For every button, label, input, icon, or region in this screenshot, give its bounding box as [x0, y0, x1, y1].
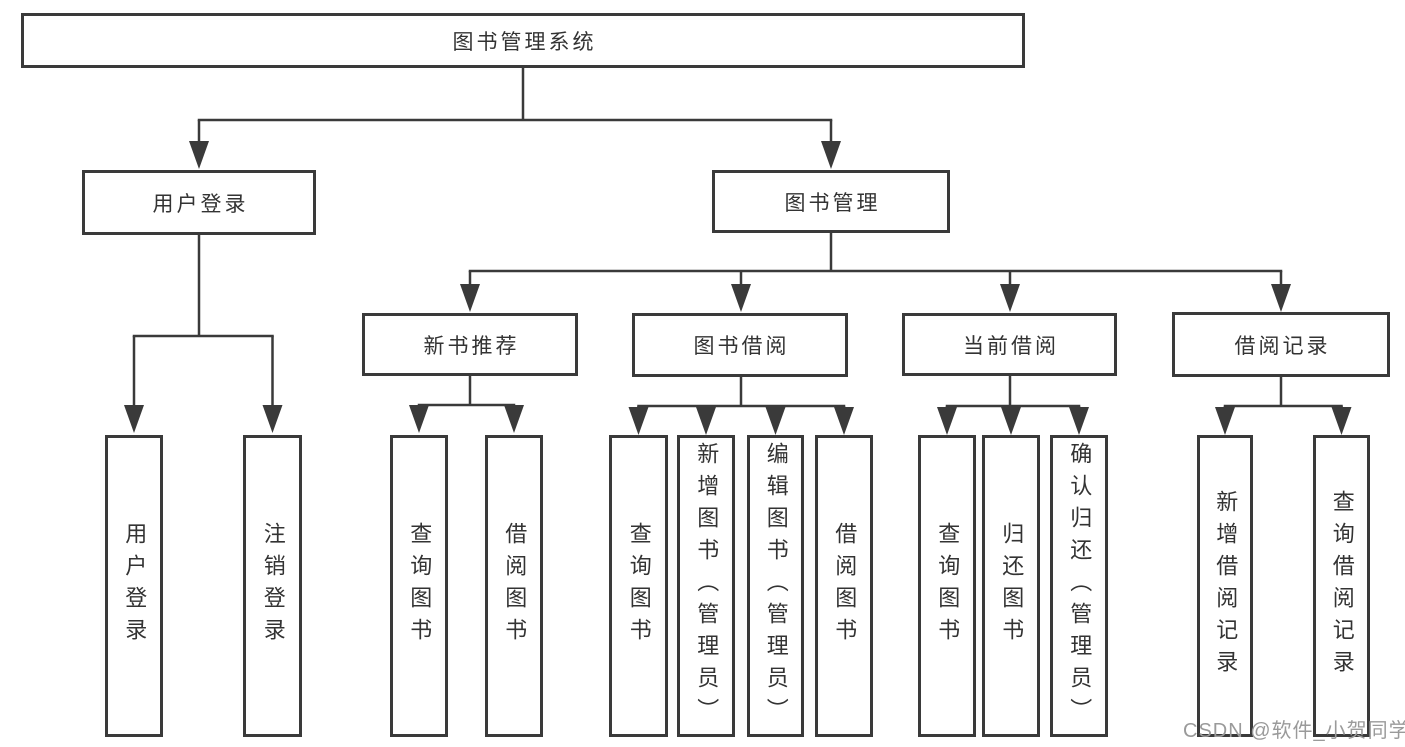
- leaf-borrow-books-recommend-label: 借阅图书: [502, 522, 528, 650]
- connector-arrowheads: [124, 141, 1352, 435]
- csdn-watermark: CSDN @软件_小贺同学: [1183, 720, 1405, 742]
- leaf-add-books-admin-label: 新增图书（管理员）: [694, 442, 720, 730]
- node-book-borrow: 图书借阅: [632, 313, 848, 377]
- leaf-return-books-label: 归还图书: [999, 522, 1025, 650]
- leaf-query-books-borrow-label: 查询图书: [626, 522, 652, 650]
- leaf-borrow-books: 借阅图书: [815, 435, 873, 737]
- node-current-borrow: 当前借阅: [902, 313, 1117, 376]
- node-borrow-records-label: 借阅记录: [1234, 334, 1331, 358]
- leaf-query-books-current-label: 查询图书: [935, 522, 961, 650]
- leaf-borrow-books-recommend: 借阅图书: [485, 435, 543, 737]
- leaf-query-borrow-record-label: 查询借阅记录: [1329, 490, 1355, 682]
- leaf-query-books-recommend-label: 查询图书: [407, 522, 433, 650]
- leaf-user-login: 用户登录: [105, 435, 163, 737]
- leaf-confirm-return-admin: 确认归还（管理员）: [1050, 435, 1108, 737]
- node-new-book-recommend: 新书推荐: [362, 313, 578, 376]
- leaf-borrow-books-label: 借阅图书: [832, 522, 858, 650]
- node-borrow-records: 借阅记录: [1172, 312, 1390, 377]
- node-book-management-label: 图书管理: [784, 191, 881, 215]
- node-book-borrow-label: 图书借阅: [693, 335, 790, 358]
- node-root-label: 图书管理系统: [452, 30, 597, 54]
- node-new-book-recommend-label: 新书推荐: [423, 334, 520, 358]
- leaf-confirm-return-admin-label: 确认归还（管理员）: [1067, 442, 1093, 730]
- node-book-management: 图书管理: [712, 170, 950, 233]
- leaf-user-login-label: 用户登录: [122, 522, 148, 650]
- node-root: 图书管理系统: [21, 13, 1025, 68]
- node-current-borrow-label: 当前借阅: [963, 334, 1059, 358]
- node-user-login-label: 用户登录: [152, 192, 249, 216]
- leaf-add-books-admin: 新增图书（管理员）: [677, 435, 735, 737]
- leaf-edit-books-admin: 编辑图书（管理员）: [747, 435, 804, 737]
- node-user-login: 用户登录: [82, 170, 316, 235]
- leaf-logout-label: 注销登录: [260, 522, 286, 650]
- leaf-edit-books-admin-label: 编辑图书（管理员）: [763, 442, 789, 730]
- leaf-query-books-current: 查询图书: [918, 435, 976, 737]
- leaf-add-borrow-record-label: 新增借阅记录: [1213, 490, 1239, 682]
- leaf-return-books: 归还图书: [982, 435, 1040, 737]
- leaf-query-books-recommend: 查询图书: [390, 435, 448, 737]
- leaf-logout: 注销登录: [243, 435, 302, 737]
- leaf-query-books-borrow: 查询图书: [609, 435, 668, 737]
- leaf-add-borrow-record: 新增借阅记录: [1197, 435, 1253, 737]
- leaf-query-borrow-record: 查询借阅记录: [1313, 435, 1370, 737]
